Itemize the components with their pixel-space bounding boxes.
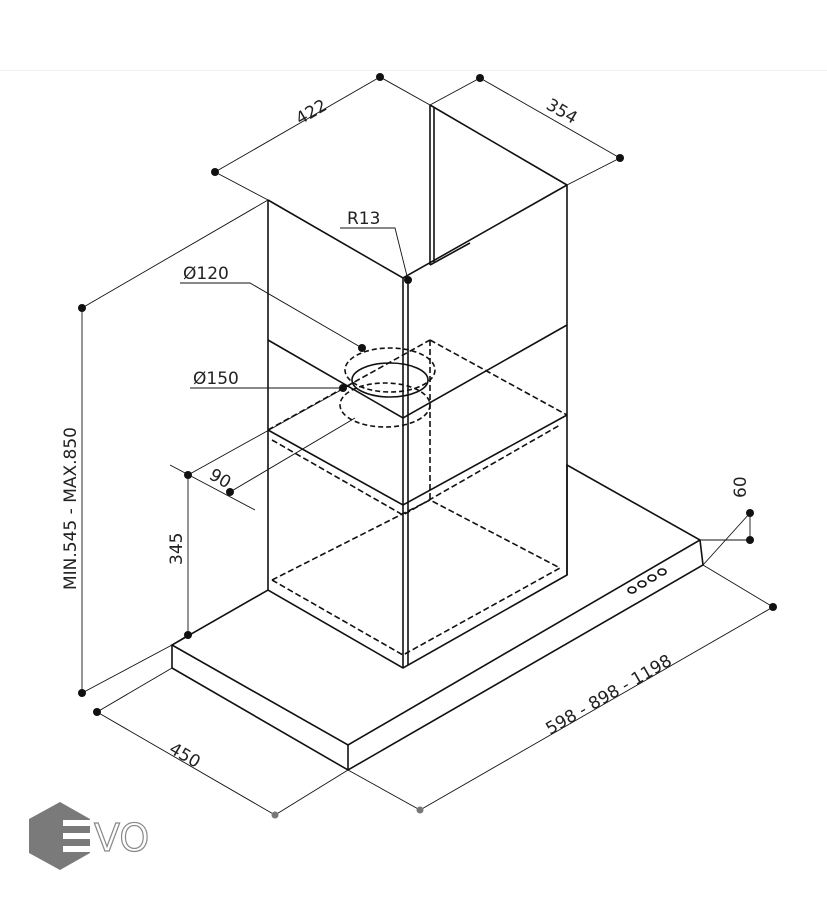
motor-box-top <box>267 414 568 506</box>
top-band <box>0 0 827 71</box>
dim-60: 60 <box>731 476 751 498</box>
dim-d150: Ø150 <box>193 369 239 389</box>
chimney-top <box>267 184 568 279</box>
dim-354: 354 <box>543 95 581 129</box>
dim-d120: Ø120 <box>183 264 229 284</box>
dim-345: 345 <box>167 533 187 565</box>
dimension-lines <box>81 76 774 816</box>
dim-height: MIN.545 - MAX.850 <box>61 427 81 590</box>
control-panel <box>627 568 667 594</box>
dim-450: 450 <box>166 739 204 773</box>
dimension-endpoints <box>78 73 777 819</box>
canopy-top-face <box>170 463 702 746</box>
hood-outline <box>170 104 704 771</box>
logo-hexagon <box>29 802 90 870</box>
dim-width: 598 - 898 - 1198 <box>543 651 676 739</box>
dim-r13: R13 <box>347 209 380 229</box>
logo-text: VO <box>94 816 149 860</box>
evo-logo: VO <box>29 802 150 870</box>
dimension-labels: 422 354 R13 Ø120 Ø150 90 MIN.545 - MAX.8… <box>61 95 751 773</box>
canopy-front-edge <box>171 539 704 771</box>
